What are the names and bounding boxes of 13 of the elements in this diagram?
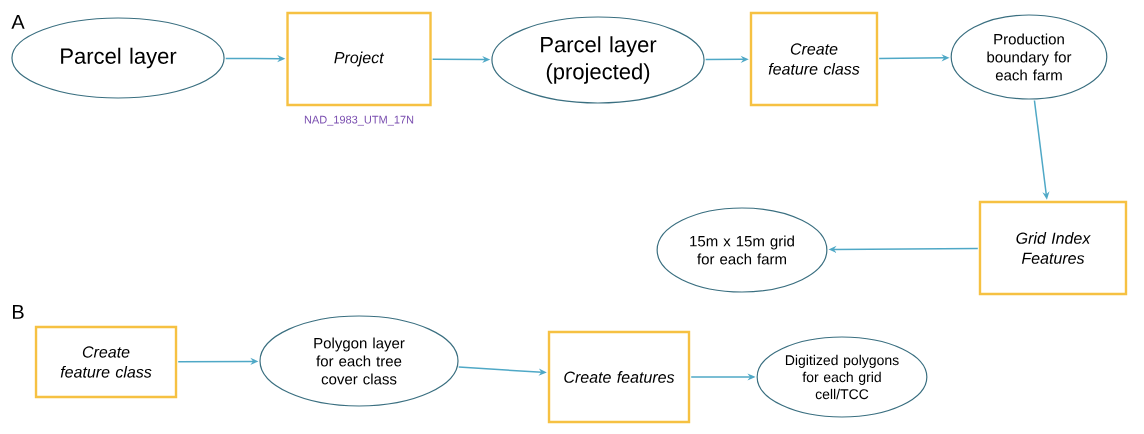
- ellipse-node: Digitized polygons for each grid cell/TCC: [756, 336, 928, 418]
- process-box: Create features: [547, 330, 691, 424]
- panel-label: B: [13, 305, 24, 319]
- process-box: Project: [286, 11, 432, 107]
- ellipse-node: Production boundary for each farm: [950, 14, 1108, 100]
- process-box: Grid Index Features: [978, 200, 1128, 296]
- ellipse-node: 15m x 15m grid for each farm: [656, 207, 828, 293]
- ellipse-node: Parcel layer (projected): [491, 16, 705, 104]
- ellipse-node: Polygon layer for each tree cover class: [259, 315, 459, 407]
- annotation: NAD_1983_UTM_17N: [304, 115, 414, 126]
- panel-label: A: [11, 15, 25, 29]
- process-box: Create feature class: [749, 11, 879, 107]
- process-box: Create feature class: [34, 325, 178, 399]
